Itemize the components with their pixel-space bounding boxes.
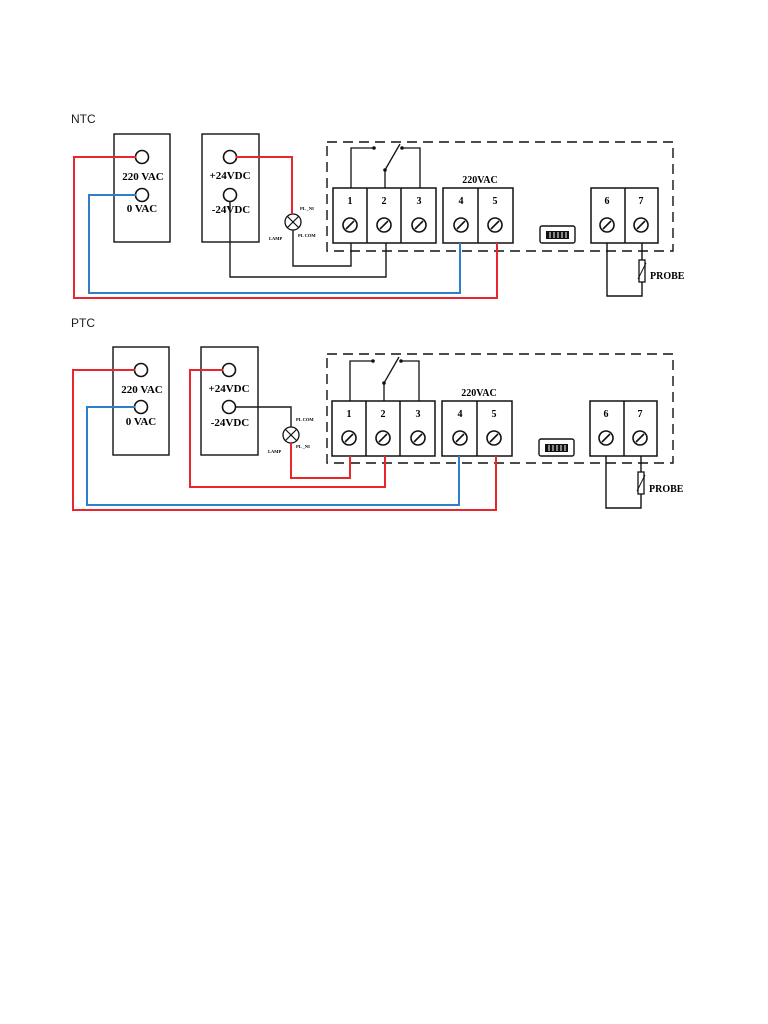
lamp-pin-b-label: PL COM: [298, 233, 316, 238]
terminal-4-label: 4: [459, 196, 464, 207]
ac-neutral-terminal: [133, 399, 149, 415]
ac-live-terminal: [134, 149, 150, 165]
terminal-2-label: 2: [382, 196, 387, 207]
dc-positive-terminal: [221, 362, 237, 378]
probe-label: PROBE: [649, 484, 684, 495]
dc-supply-top-label: +24VDC: [209, 170, 250, 182]
dc-supply-top-label: +24VDC: [208, 383, 249, 395]
terminal-3-label: 3: [417, 196, 422, 207]
ac-neutral-terminal: [134, 187, 150, 203]
ac-supply-bottom-label: 0 VAC: [126, 416, 157, 428]
section-label-ntc: NTC: [71, 112, 96, 126]
controller-supply-label: 220VAC: [461, 388, 496, 399]
terminal-block-6-7: [590, 187, 659, 244]
dc-negative-terminal: [222, 187, 238, 203]
lamp-label: LAMP: [268, 449, 281, 454]
lamp-pin-a-label: PL COM: [296, 417, 314, 422]
ac-live-terminal: [133, 362, 149, 378]
terminal-screw-icons: [341, 430, 648, 446]
ptc-wiring-diagram: 220 VAC 0 VAC +24VDC -24VDC LAMP PL COM …: [72, 346, 684, 511]
controller-enclosure: [326, 141, 674, 252]
terminal-block-4-5: [442, 187, 514, 244]
terminal-block-1-3: [331, 400, 436, 457]
dc-supply-bottom-label: -24VDC: [211, 417, 250, 429]
controller-enclosure: [326, 353, 674, 464]
terminal-3-label: 3: [416, 409, 421, 420]
probe-label: PROBE: [650, 271, 685, 282]
terminal-block-6-7: [589, 400, 658, 457]
ac-supply-top-label: 220 VAC: [121, 384, 163, 396]
controller-supply-label: 220VAC: [462, 175, 497, 186]
terminal-block-1-3: [332, 187, 437, 244]
ac-supply-top-label: 220 VAC: [122, 171, 164, 183]
terminal-6-label: 6: [605, 196, 610, 207]
terminal-1-label: 1: [347, 409, 352, 420]
lamp-label: LAMP: [269, 236, 282, 241]
terminal-5-label: 5: [493, 196, 498, 207]
connector-port-icon: [538, 438, 575, 457]
terminal-7-label: 7: [638, 409, 643, 420]
ntc-wiring-diagram: 220 VAC 0 VAC +24VDC -24VDC LAMP PL _NI …: [73, 133, 685, 299]
terminal-block-4-5: [441, 400, 513, 457]
dc-negative-terminal: [221, 399, 237, 415]
terminal-5-label: 5: [492, 409, 497, 420]
lamp-pin-a-label: PL _NI: [300, 206, 314, 211]
ac-supply-bottom-label: 0 VAC: [127, 203, 158, 215]
dc-positive-terminal: [222, 149, 238, 165]
terminal-1-label: 1: [348, 196, 353, 207]
terminal-7-label: 7: [639, 196, 644, 207]
terminal-screw-icons: [342, 217, 649, 233]
terminal-6-label: 6: [604, 409, 609, 420]
section-label-ptc: PTC: [71, 316, 95, 330]
lamp-pin-b-label: PL _NI: [296, 444, 310, 449]
connector-port-icon: [539, 225, 576, 244]
dc-supply-bottom-label: -24VDC: [212, 204, 251, 216]
terminal-4-label: 4: [458, 409, 463, 420]
terminal-2-label: 2: [381, 409, 386, 420]
